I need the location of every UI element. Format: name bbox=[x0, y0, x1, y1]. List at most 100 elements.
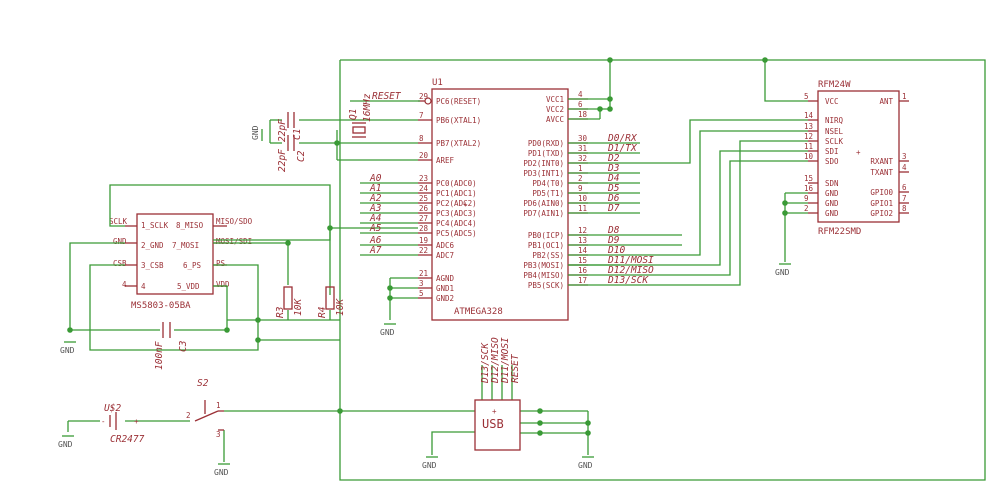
ms5803-pin-label: 5_VDD bbox=[177, 282, 200, 291]
u2-value: CR2477 bbox=[110, 434, 145, 445]
u1-ref: U1 bbox=[432, 78, 443, 88]
ms5803-name: MS5803-05BA bbox=[131, 301, 191, 311]
rfm-pin-name: ANT bbox=[879, 97, 893, 106]
u1-pin-name: PB5(SCK) bbox=[528, 281, 564, 290]
gnd-label: GND bbox=[214, 468, 229, 477]
c3-value: 100nF bbox=[154, 341, 165, 370]
usb-net-miso: D12/MISO bbox=[490, 337, 501, 384]
ms5803-body bbox=[136, 213, 214, 295]
u1-pin-number: 8 bbox=[419, 134, 424, 143]
gnd-label: GND bbox=[58, 440, 73, 449]
u1-pin-name: PD3(INT1) bbox=[523, 169, 564, 178]
rfm-pin-name: NSEL bbox=[825, 127, 844, 136]
rfm-pin-number: 16 bbox=[804, 184, 814, 193]
battery-u2: U$2 CR2477 - + bbox=[101, 403, 145, 445]
u1-pin-name: PD7(AIN1) bbox=[523, 209, 564, 218]
net-label: D0/RX bbox=[607, 133, 638, 144]
net-label: D10 bbox=[607, 245, 625, 256]
u1-pin-name: VCC1 bbox=[546, 95, 564, 104]
net-label: A7 bbox=[369, 245, 382, 256]
rfm-pin-number: 9 bbox=[804, 194, 809, 203]
r3-ref: R3 bbox=[275, 306, 286, 318]
rfm-pin-number: 12 bbox=[804, 132, 813, 141]
u1-reset-bubble bbox=[424, 97, 432, 105]
ms5803-pin-label: 2_GND bbox=[141, 241, 164, 250]
usb-connector: USB + D13/SCK D12/MISO D11/MOSI RESET bbox=[474, 337, 521, 451]
u1-pin-name: PD1(TXD) bbox=[528, 149, 564, 158]
wires bbox=[67, 59, 986, 481]
rfm-left-pins: 5VCC14NIRQ13NSEL12SCLK11SDI10SDO15SDN16G… bbox=[804, 92, 844, 218]
net-label: D12/MISO bbox=[607, 265, 654, 276]
u1-pin-name: VCC2 bbox=[546, 105, 564, 114]
ms5803-net-label: MISO/SDO bbox=[216, 217, 253, 226]
u1-pin-number: 32 bbox=[578, 154, 587, 163]
u1-pin-number: 23 bbox=[419, 174, 428, 183]
c1-ref: C1 bbox=[292, 129, 303, 140]
c3-ref: C3 bbox=[178, 340, 189, 352]
u1-pin-name: AVCC bbox=[546, 115, 564, 124]
ms5803-net-label: VDD bbox=[216, 280, 230, 289]
u2-ref: U$2 bbox=[104, 403, 121, 414]
q1-value: 16MHz bbox=[362, 93, 373, 122]
u1-pin-name: PC0(ADC0) bbox=[436, 179, 477, 188]
net-label: D9 bbox=[607, 235, 620, 246]
capacitor-c1: C1 22pF bbox=[277, 112, 303, 142]
u1-pin-name: PD4(T0) bbox=[532, 179, 564, 188]
usb-label: USB bbox=[482, 417, 504, 431]
gnd-label: GND bbox=[251, 125, 260, 140]
u1-pin-number: 3 bbox=[419, 279, 424, 288]
u1-pin-number: 1 bbox=[578, 164, 583, 173]
rfm-top-label: RFM24W bbox=[818, 80, 851, 90]
rfm-pin-name: VCC bbox=[825, 97, 839, 106]
u1-pin-name: ADC6 bbox=[436, 241, 455, 250]
resistor-r4: R4 10K bbox=[317, 286, 346, 318]
net-label: A0 bbox=[369, 173, 382, 184]
u1-pin-name: PC1(ADC1) bbox=[436, 189, 477, 198]
u1-pin-number: 4 bbox=[578, 90, 583, 99]
u1-pin-name: AGND bbox=[436, 274, 455, 283]
u1-pin-name: PC6(RESET) bbox=[436, 97, 481, 106]
u1-pin-name: PB0(ICP) bbox=[528, 231, 564, 240]
gnd-label: GND bbox=[380, 328, 395, 337]
u1-pin-number: 13 bbox=[578, 236, 587, 245]
u1-pin-number: 26 bbox=[419, 204, 429, 213]
net-label: D4 bbox=[607, 173, 620, 184]
net-label: D2 bbox=[607, 153, 620, 164]
junctions bbox=[67, 57, 788, 436]
r3-value: 10K bbox=[293, 298, 304, 316]
rfm-module: RFM24W RFM22SMD 5VCC14NIRQ13NSEL12SCLK11… bbox=[804, 80, 909, 237]
r4-value: 10K bbox=[335, 298, 346, 316]
gnd-label: GND bbox=[578, 461, 593, 470]
u1-pin-number: 15 bbox=[578, 256, 587, 265]
net-label: A2 bbox=[369, 193, 382, 204]
rfm-pin-name: SDN bbox=[825, 179, 839, 188]
rfm-pin-number: 10 bbox=[804, 152, 814, 161]
rfm-pin-number: 7 bbox=[902, 194, 907, 203]
net-label: A4 bbox=[369, 213, 382, 224]
u1-pin-number: 21 bbox=[419, 269, 428, 278]
u1-pin-number: 22 bbox=[419, 246, 428, 255]
capacitor-c3: C3 100nF bbox=[154, 322, 189, 370]
rfm-pin-number: 8 bbox=[902, 204, 907, 213]
usb-net-reset: RESET bbox=[510, 353, 521, 383]
rfm-pin-number: 3 bbox=[902, 152, 907, 161]
u1-pin-number: 2 bbox=[578, 174, 583, 183]
s2-ref: S2 bbox=[197, 378, 209, 389]
u1-pin-number: 28 bbox=[419, 224, 429, 233]
rfm-pin-number: 14 bbox=[804, 111, 814, 120]
rfm-pin-number: 4 bbox=[902, 163, 907, 172]
net-label: D6 bbox=[607, 193, 620, 204]
gnd-label: GND bbox=[775, 268, 790, 277]
rfm-bottom-label: RFM22SMD bbox=[818, 227, 861, 237]
s2-pin2: 2 bbox=[186, 411, 191, 420]
ms5803-pin-label: 3_CSB bbox=[141, 261, 164, 270]
resistor-r3: R3 10K bbox=[275, 286, 304, 318]
rfm-pin-number: 6 bbox=[902, 183, 907, 192]
rfm-pin-name: GPIO0 bbox=[870, 188, 893, 197]
u1-pin-number: 10 bbox=[578, 194, 588, 203]
u1-pin-number: 20 bbox=[419, 151, 429, 160]
u1-pin-number: 24 bbox=[419, 184, 429, 193]
